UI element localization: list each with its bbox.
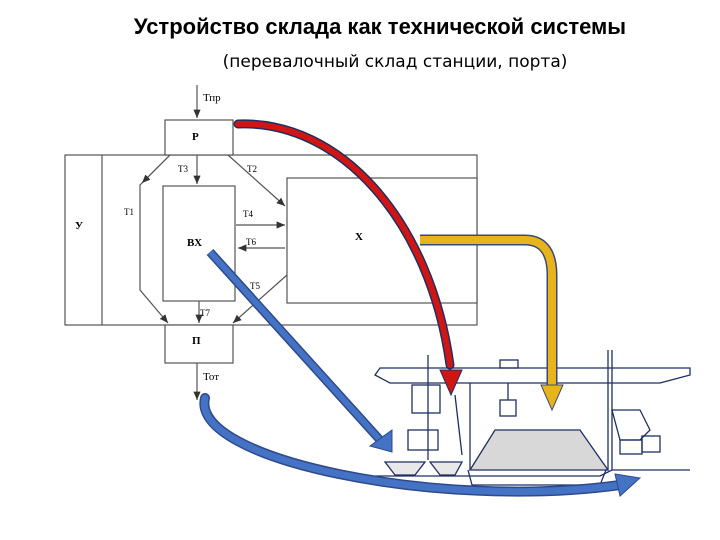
pit-line bbox=[467, 469, 607, 486]
ground-line bbox=[375, 469, 690, 477]
hopper bbox=[611, 409, 651, 441]
storage-label: ВХ bbox=[187, 237, 202, 249]
t2-label: Т2 bbox=[247, 164, 257, 174]
t6-label: Т6 bbox=[246, 237, 256, 247]
blue-curved-arrow-fill bbox=[201, 394, 624, 496]
t5-label: Т5 bbox=[250, 281, 260, 291]
roof-vent bbox=[499, 359, 519, 369]
storage-block bbox=[162, 185, 236, 302]
chute bbox=[454, 394, 463, 456]
control-label: У bbox=[75, 220, 83, 232]
t3-label: Т3 bbox=[178, 164, 188, 174]
yellow-arrow-fill bbox=[420, 236, 556, 385]
wagon-mid bbox=[428, 461, 464, 476]
red-curved-arrow-fill bbox=[235, 120, 453, 368]
page-title: Устройство склада как технической систем… bbox=[133, 14, 627, 39]
inbound-label: Тпр bbox=[203, 92, 221, 104]
grab bbox=[499, 399, 517, 417]
red-arrow-head bbox=[439, 369, 463, 397]
crane-cab bbox=[411, 384, 441, 414]
warehouse-drawing bbox=[374, 350, 691, 486]
outbound-label: Тот bbox=[203, 371, 219, 383]
t2-arrow bbox=[227, 154, 286, 207]
t1-branch bbox=[141, 154, 171, 184]
t4-label: Т4 bbox=[243, 209, 253, 219]
processing-label: Х bbox=[355, 231, 363, 243]
wagon-left bbox=[383, 461, 427, 476]
t5-arrow bbox=[232, 274, 288, 324]
blue-arrow-diag-head bbox=[368, 429, 393, 453]
dispatch-label: П bbox=[192, 335, 201, 347]
material-pile bbox=[468, 429, 610, 471]
t1-label: Т1 bbox=[124, 207, 134, 217]
receiving-label: Р bbox=[192, 131, 199, 143]
page-subtitle: (перевалочный склад станции, порта) bbox=[222, 52, 568, 72]
dispatch-block bbox=[164, 324, 234, 364]
hopper-side bbox=[641, 435, 661, 453]
yellow-arrow-head bbox=[540, 384, 564, 412]
receiving-block bbox=[164, 119, 234, 156]
blue-curved-arrow-head bbox=[614, 473, 642, 497]
t7-label: Т7 bbox=[200, 308, 210, 318]
block-schema bbox=[64, 85, 478, 400]
blue-arrow-diag-fill bbox=[207, 249, 383, 443]
hopper-base bbox=[619, 439, 643, 455]
crane-base bbox=[407, 429, 439, 451]
warehouse-roof bbox=[374, 367, 691, 384]
